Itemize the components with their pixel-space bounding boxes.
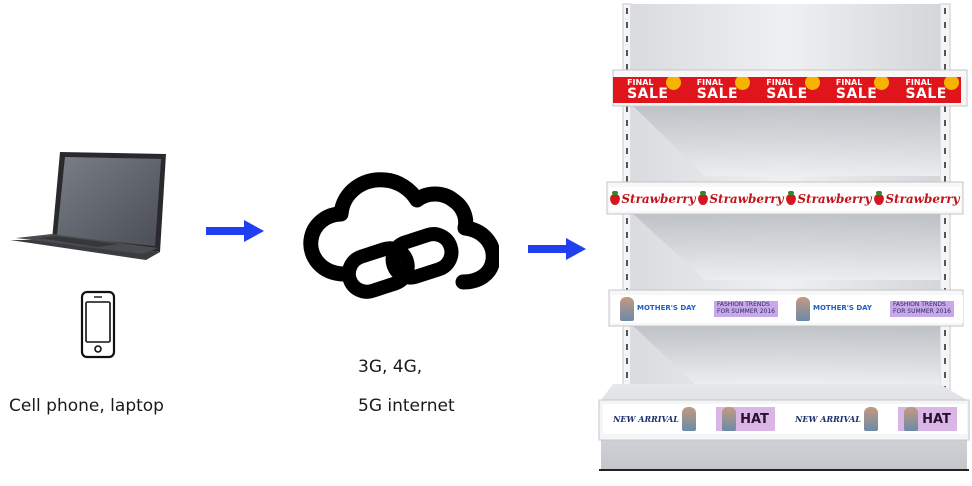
- hat-tile: HAT: [898, 407, 957, 431]
- hat-tile: HAT: [716, 407, 775, 431]
- strawberry-icon: [698, 190, 709, 205]
- strawberry-tile: Strawberry: [610, 190, 696, 206]
- arrow-right-icon: [528, 238, 586, 260]
- mothers-day-tile: MOTHER'S DAY: [620, 296, 696, 322]
- arrow-right-icon: [206, 220, 264, 242]
- strawberry-icon: [610, 190, 621, 205]
- new-arrival-tile: NEW ARRIVAL: [795, 406, 878, 432]
- strawberry-tile: Strawberry: [698, 190, 784, 206]
- devices-label: Cell phone, laptop: [9, 396, 164, 416]
- shelf-strip-fashion: NEW ARRIVAL HAT NEW ARRIVAL HAT: [603, 404, 967, 434]
- cell-phone-icon: [80, 290, 116, 359]
- strawberry-tile: Strawberry: [786, 190, 872, 206]
- strawberry-icon: [786, 190, 797, 205]
- cloud-link-icon: [303, 172, 499, 299]
- strawberry-tile: Strawberry: [874, 190, 960, 206]
- new-arrival-tile: NEW ARRIVAL: [613, 406, 696, 432]
- shelf-strip-strawberry: Strawberry Strawberry Strawberry Strawbe…: [609, 187, 961, 211]
- laptop-icon: [10, 152, 166, 260]
- strawberry-icon: [874, 190, 885, 205]
- network-label-line2: 5G internet: [358, 396, 455, 416]
- mothers-day-tile: MOTHER'S DAY: [796, 296, 872, 322]
- network-label-line1: 3G, 4G,: [358, 357, 423, 377]
